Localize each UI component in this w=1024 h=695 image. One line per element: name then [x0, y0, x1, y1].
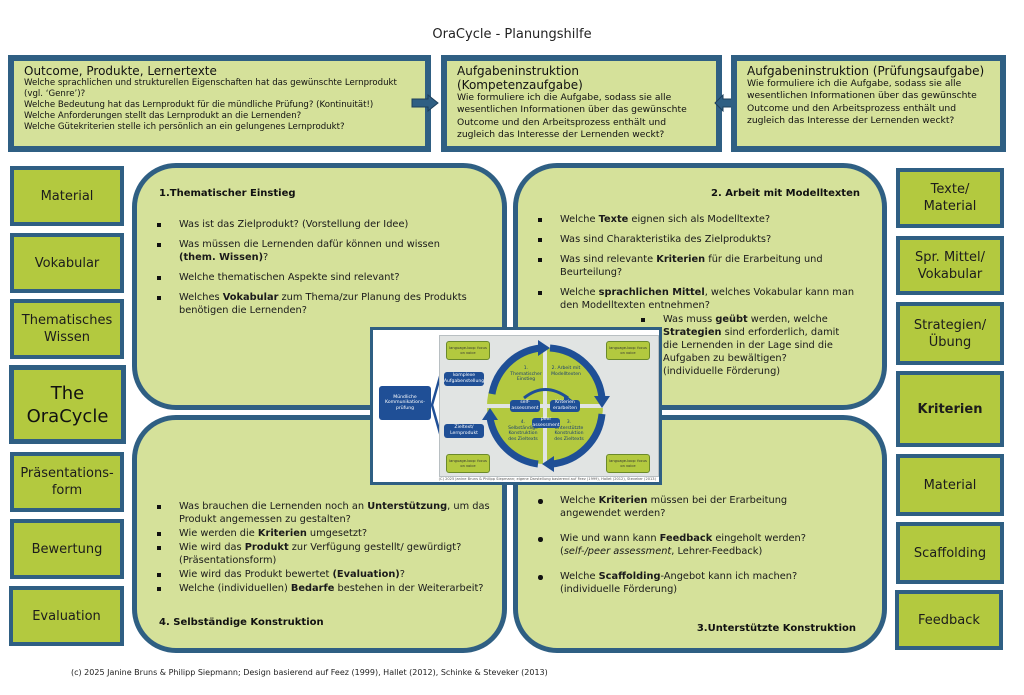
list-item: Welche Kriterien müssen bei der Erarbeit… — [532, 494, 832, 520]
list-item: Wie und wann kann Feedback eingeholt wer… — [532, 532, 832, 558]
list-item: Welche (individuellen) Bedarfe bestehen … — [151, 582, 496, 595]
outcome-line: Welche sprachlichen und strukturellen Ei… — [24, 78, 397, 99]
quadrant-1-list: Was ist das Zielprodukt? (Vorstellung de… — [151, 218, 471, 324]
page-title: OraCycle - Planungshilfe — [432, 27, 592, 42]
list-item: Was müssen die Lernenden dafür können un… — [151, 238, 471, 264]
list-item: Was sind relevante Kriterien für die Era… — [532, 253, 867, 279]
right-box-scaffolding: Scaffolding — [896, 522, 1004, 584]
left-box-vokabular: Vokabular — [10, 233, 124, 293]
left-box-thematisches-wissen: Thematisches Wissen — [10, 299, 124, 359]
list-item: Welche thematischen Aspekte sind relevan… — [151, 271, 471, 284]
list-item: Welche Scaffolding-Angebot kann ich mach… — [532, 570, 832, 596]
footer-copyright: (c) 2025 Janine Bruns & Philipp Siepmann… — [71, 668, 548, 677]
task-exam-heading: Aufgabeninstruktion (Prüfungsaufgabe) — [747, 64, 985, 78]
outcome-box: Outcome, Produkte, Lernertexte Welche sp… — [8, 55, 431, 152]
outcome-line: Welche Gütekriterien stelle ich persönli… — [24, 122, 345, 132]
left-box-bewertung: Bewertung — [10, 519, 124, 579]
diagram-exam-box: Mündliche Kommunikations-prüfung — [379, 386, 431, 420]
list-item: Welches Vokabular zum Thema/zur Planung … — [151, 291, 471, 317]
list-item: Welche sprachlichen Mittel, welches Voka… — [532, 286, 867, 312]
task-exam-text: Wie formuliere ich die Aufgabe, sodass s… — [747, 78, 977, 127]
list-item: Was brauchen die Lernenden noch an Unter… — [151, 500, 496, 526]
list-item: Wie wird das Produkt zur Verfügung geste… — [151, 541, 496, 567]
list-item: Was sind Charakteristika des Zielprodukt… — [532, 233, 867, 246]
left-box-evaluation: Evaluation — [9, 586, 124, 646]
task-instruction-exam-box: Aufgabeninstruktion (Prüfungsaufgabe) Wi… — [731, 55, 1006, 152]
task-instruction-competence-box: Aufgabeninstruktion (Kompetenzaufgabe) W… — [441, 55, 722, 152]
left-box-praesentationsform: Präsentations-form — [10, 452, 124, 512]
quadrant-2-list: Welche Texte eignen sich als Modelltexte… — [532, 213, 867, 319]
focus-box: language-loop: focus on voice — [446, 454, 490, 473]
outcome-heading: Outcome, Produkte, Lernertexte — [24, 64, 217, 78]
list-item: Wie werden die Kriterien umgesetzt? — [151, 527, 496, 540]
list-item: Was ist das Zielprodukt? (Vorstellung de… — [151, 218, 471, 231]
list-item: Was muss geübt werden, welche Strategien… — [635, 313, 845, 378]
quadrant-3-heading: 3.Unterstützte Konstruktion — [696, 623, 856, 634]
list-item: Welche Texte eignen sich als Modelltexte… — [532, 213, 867, 226]
task-competence-heading: Aufgabeninstruktion (Kompetenzaufgabe) — [457, 64, 583, 92]
quadrant-4-list: Was brauchen die Lernenden noch an Unter… — [151, 500, 496, 596]
diagram-panel: language-loop: focus on voice language-l… — [439, 335, 659, 477]
quadrant-3-list: Welche Kriterien müssen bei der Erarbeit… — [532, 494, 832, 603]
right-box-spr-mittel-vokabular: Spr. Mittel/ Vokabular — [896, 236, 1004, 295]
outcome-line: Welche Bedeutung hat das Lernprodukt für… — [24, 100, 374, 110]
diagram-self-assessment: self-assessment — [510, 400, 540, 412]
list-item: Wie wird das Produkt bewertet (Evaluatio… — [151, 568, 496, 581]
focus-box: language-loop: focus on voice — [446, 341, 490, 360]
outcome-line: Welche Anforderungen stellt das Lernprod… — [24, 111, 302, 121]
quadrant-4-heading: 4. Selbständige Konstruktion — [159, 617, 324, 628]
diagram-phase-3: 3. Unterstützte Konstruktion des Zieltex… — [554, 420, 584, 442]
left-box-the-oracycle: The OraCycle — [9, 365, 126, 444]
focus-box: language-loop: focus on voice — [606, 341, 650, 360]
arrow-right-icon — [411, 94, 439, 112]
diagram-task-box: komplexe Aufgabenstellung — [443, 372, 485, 386]
diagram-criteria: Kriterien erarbeiten — [550, 400, 580, 412]
left-box-material: Material — [10, 166, 124, 226]
right-box-kriterien: Kriterien — [896, 371, 1004, 447]
diagram-peer-assessment: peer assessment — [532, 417, 560, 428]
diagram-copyright: (C) 2025 Janine Bruns & Philipp Siepmann… — [438, 477, 656, 481]
right-box-material: Material — [896, 454, 1004, 516]
task-competence-text: Wie formuliere ich die Aufgabe, sodass s… — [457, 92, 687, 141]
right-box-strategien-uebung: Strategien/ Übung — [896, 302, 1004, 365]
quadrant-2-heading: 2. Arbeit mit Modelltexten — [711, 188, 860, 199]
diagram-phase-4: 4. Selbständige Konstruktion des Zieltex… — [508, 420, 538, 442]
oracycle-diagram: Mündliche Kommunikations-prüfung languag… — [370, 327, 662, 485]
right-box-feedback: Feedback — [895, 590, 1003, 650]
diagram-phase-1: 1. Thematischer Einstieg — [510, 366, 542, 383]
diagram-phase-2: 2. Arbeit mit Modelltexten — [551, 366, 581, 377]
quadrant-1-heading: 1.Thematischer Einstieg — [159, 188, 296, 199]
focus-box: language-loop: focus on voice — [606, 454, 650, 473]
diagram-product-box: Zieltext/ Lernprodukt — [444, 424, 484, 438]
quadrant-2-extra-list: Was muss geübt werden, welche Strategien… — [635, 313, 845, 385]
right-box-texte-material: Texte/ Material — [896, 168, 1004, 228]
